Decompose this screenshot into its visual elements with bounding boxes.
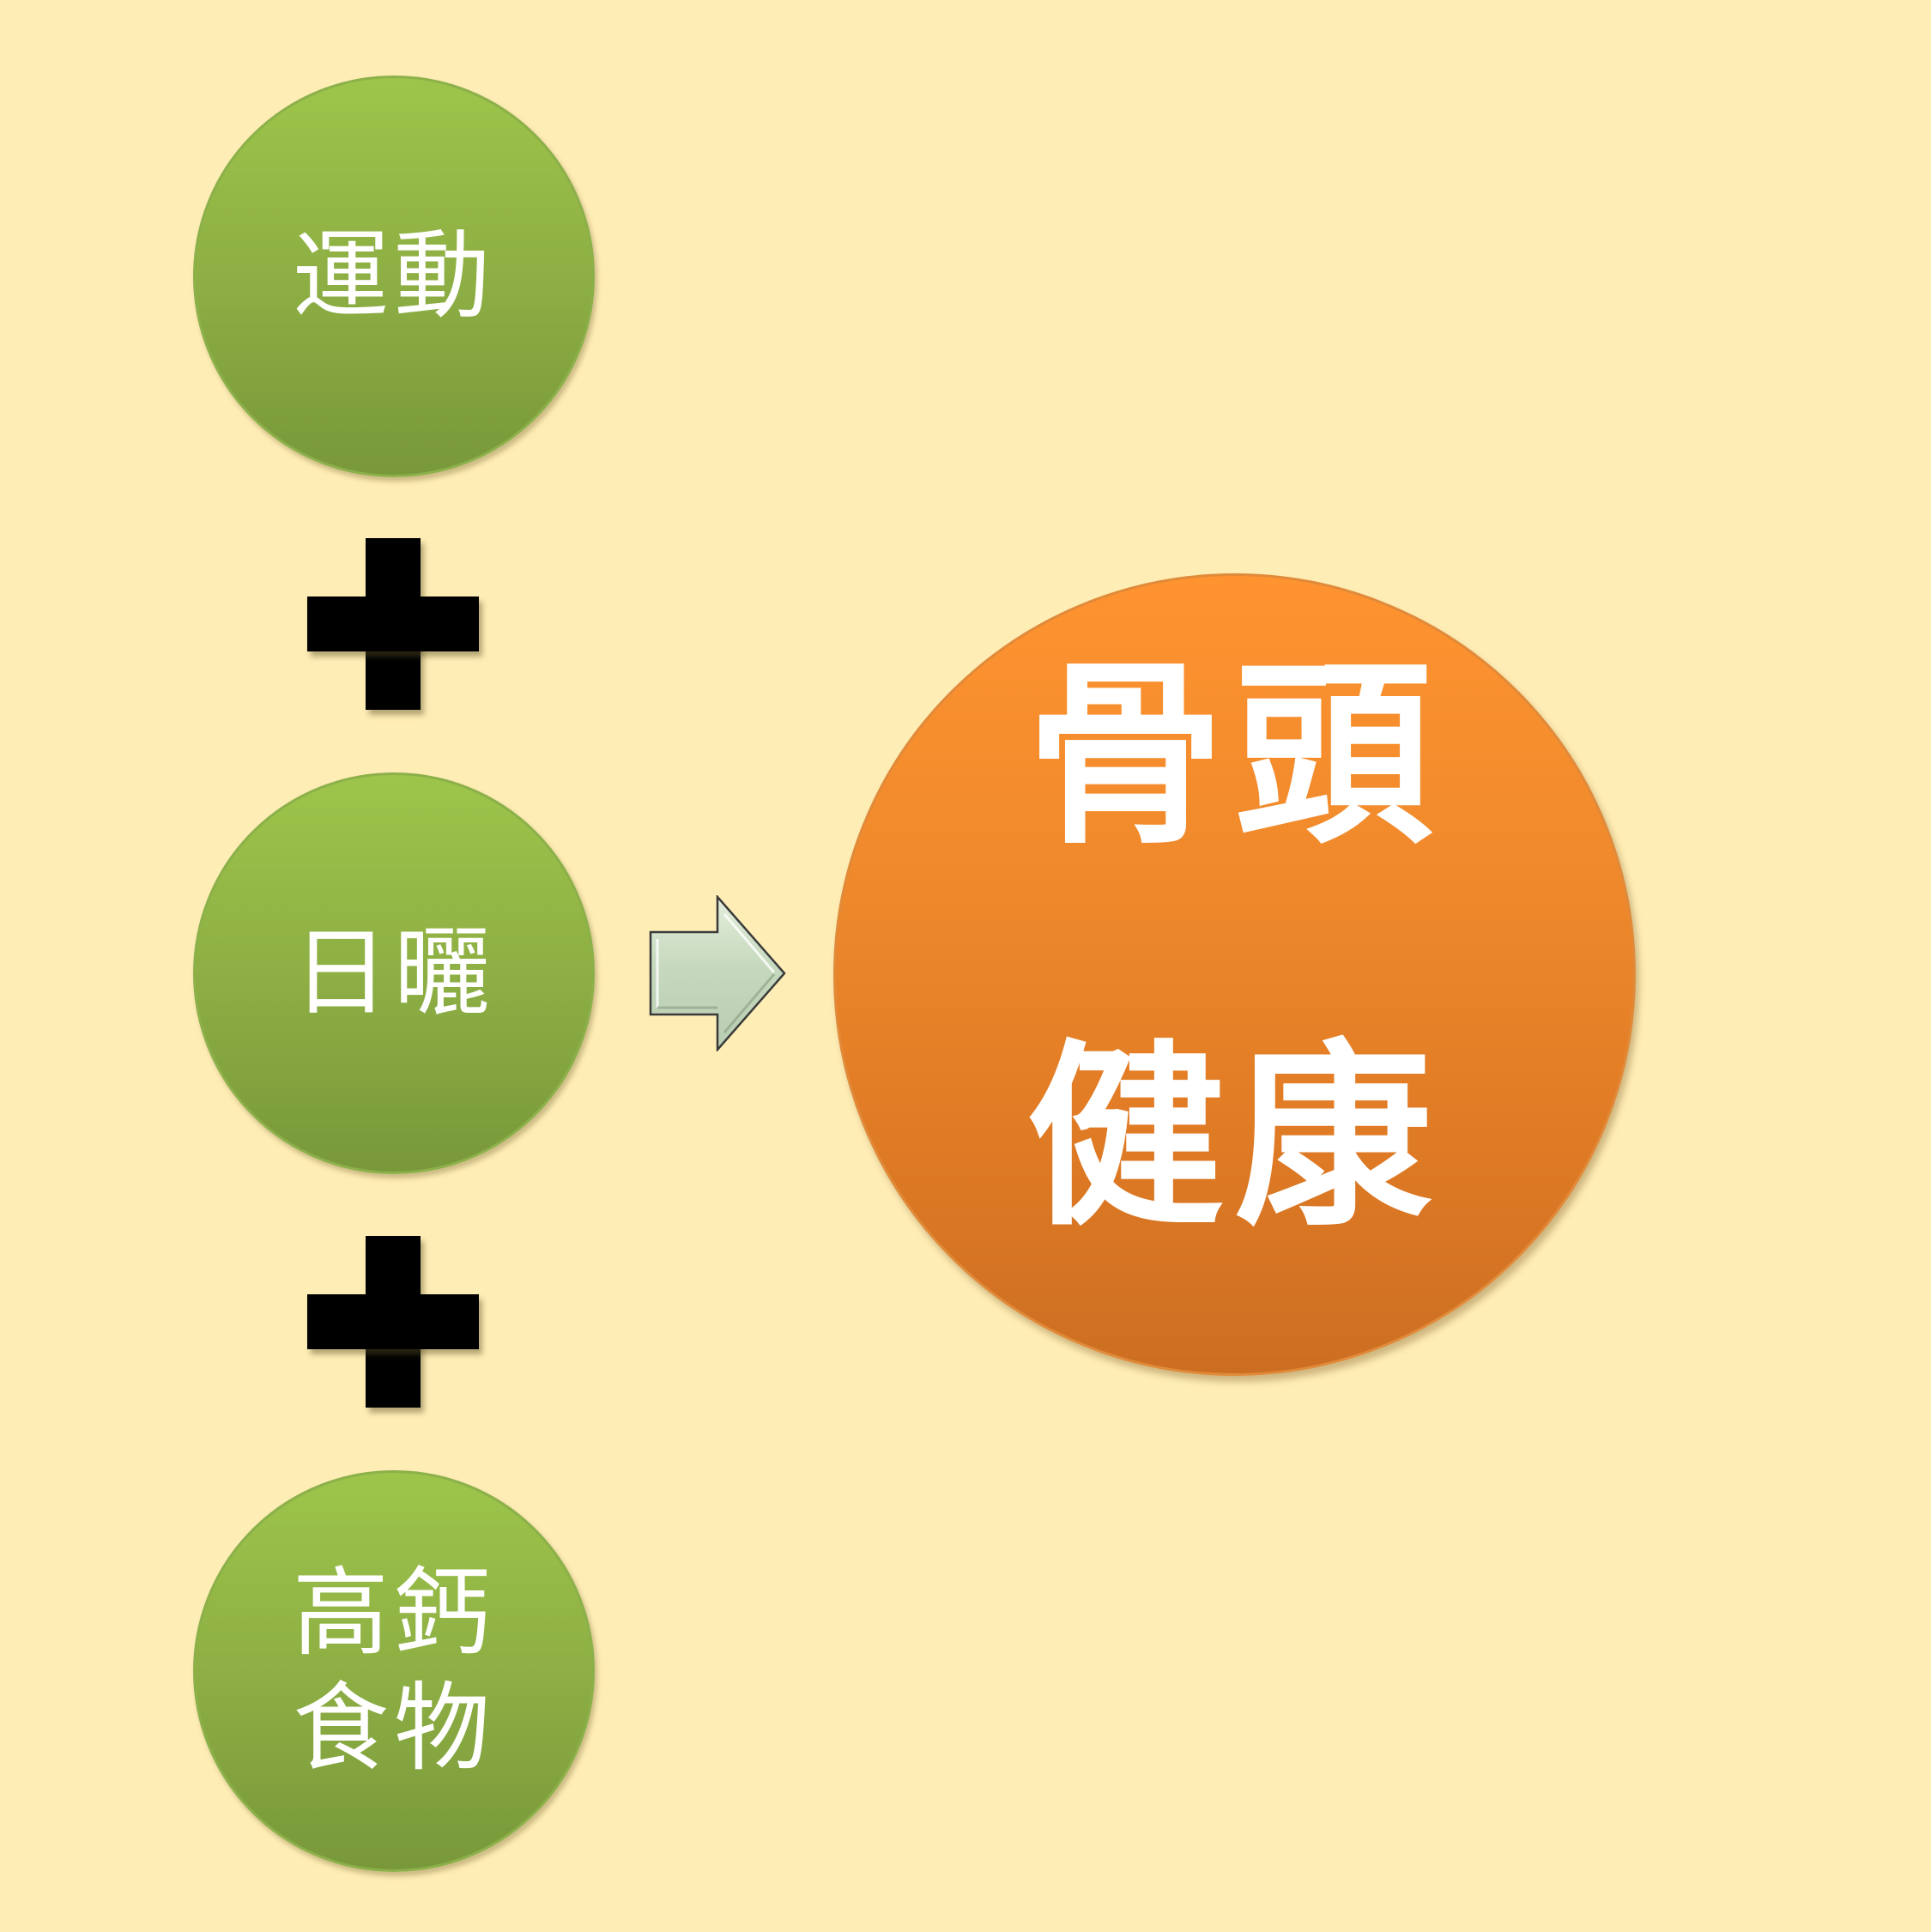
result-label-line1: 骨頭 (1026, 642, 1443, 871)
result-label-line2: 健康 (1026, 1024, 1443, 1253)
input-label-sunlight: 日曬 (293, 917, 495, 1029)
result-circle-bone-health: 骨頭 健康 (833, 573, 1636, 1376)
arrow-right-icon (649, 895, 786, 1051)
input-circle-exercise: 運動 (193, 76, 595, 477)
input-circle-calcium-food: 高鈣 食物 (193, 1470, 595, 1872)
input-circle-sunlight: 日曬 (193, 772, 595, 1174)
input-label-exercise: 運動 (293, 220, 495, 332)
plus-icon (307, 538, 479, 710)
plus-icon (307, 1236, 479, 1408)
input-label-calcium-food-line1: 高鈣 (293, 1557, 495, 1669)
input-label-calcium-food-line2: 食物 (293, 1673, 495, 1784)
